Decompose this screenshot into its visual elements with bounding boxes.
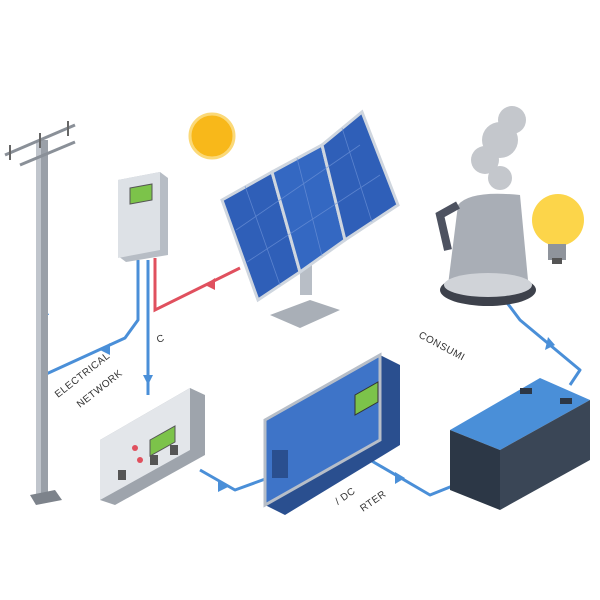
label-dc-partial: / DC xyxy=(333,486,357,508)
utility-pole xyxy=(4,121,76,505)
battery xyxy=(450,378,590,510)
solar-panel-array xyxy=(220,109,400,328)
inverter xyxy=(263,352,400,515)
solar-wire xyxy=(153,258,241,313)
kettle xyxy=(435,106,536,306)
label-controller-partial: C xyxy=(155,333,166,346)
battery-to-kettle-wire xyxy=(503,299,582,386)
light-bulb-icon xyxy=(532,194,584,264)
solar-wire-arrow xyxy=(205,278,215,290)
inverter-to-battery-wire xyxy=(369,458,456,497)
charge-controller xyxy=(100,388,205,505)
label-consumers-partial: CONSUMI xyxy=(417,330,467,364)
label-inverter-partial: RTER xyxy=(358,489,388,515)
electric-meter xyxy=(118,172,168,262)
steam xyxy=(471,106,526,190)
solar-panel xyxy=(320,109,400,243)
controller-to-inverter-wire xyxy=(199,468,269,492)
sun-icon xyxy=(188,112,236,160)
